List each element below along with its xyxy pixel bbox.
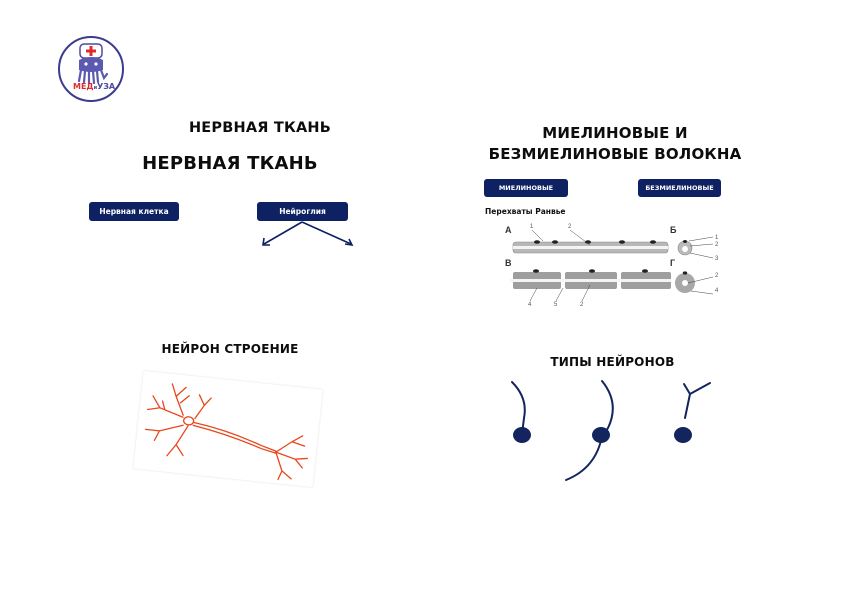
pseudounipolar-neuron-body: [674, 427, 692, 443]
label-a: А: [505, 225, 512, 235]
label-v: В: [505, 258, 512, 268]
logo-text: МЕДиУЗА: [73, 82, 116, 91]
octopus-logo-icon: [77, 43, 109, 85]
label-g: Г: [670, 258, 676, 268]
neuroglia-arrows-icon: [262, 221, 354, 247]
num-a2: 2: [568, 224, 572, 230]
myelin-fiber-diagram: [510, 229, 714, 302]
neuron-types-diagram: [511, 380, 711, 481]
label-b: Б: [670, 225, 677, 235]
unipolar-process: [511, 381, 526, 435]
num-g4: 4: [715, 288, 719, 294]
num-v4: 4: [528, 302, 532, 308]
bipolar-neuron-body: [592, 427, 610, 443]
neuron-structure-image: [133, 370, 323, 488]
neuron-drawing-icon: [144, 383, 309, 481]
fibers-title-line1: МИЕЛИНОВЫЕ И: [542, 124, 688, 142]
unipolar-neuron-body: [513, 427, 531, 443]
num-v2: 2: [580, 302, 584, 308]
neuron-structure-title: НЕЙРОН СТРОЕНИЕ: [161, 342, 299, 356]
neuron-types-title: ТИПЫ НЕЙРОНОВ: [550, 355, 675, 369]
nervous-tissue-title-2: НЕРВНАЯ ТКАНЬ: [142, 153, 318, 174]
nerve-cell-box: Нервная клетка: [89, 202, 179, 221]
myelinated-box: МИЕЛИНОВЫЕ: [484, 179, 568, 197]
num-b3: 3: [715, 256, 719, 262]
num-v5: 5: [554, 302, 558, 308]
num-b1: 1: [715, 235, 719, 241]
meduza-logo: МЕДиУЗА: [58, 36, 124, 102]
num-b2: 2: [715, 242, 719, 248]
fibers-title-line2: БЕЗМИЕЛИНОВЫЕ ВОЛОКНА: [488, 145, 742, 163]
num-g2: 2: [715, 273, 719, 279]
neuroglia-box: Нейроглия: [257, 202, 348, 221]
nervous-tissue-title-1: НЕРВНАЯ ТКАНЬ: [188, 120, 332, 136]
unmyelinated-box: БЕЗМИЕЛИНОВЫЕ: [638, 179, 721, 197]
ranvier-nodes-caption: Перехваты Ранвье: [485, 207, 566, 216]
num-a1: 1: [530, 224, 534, 230]
